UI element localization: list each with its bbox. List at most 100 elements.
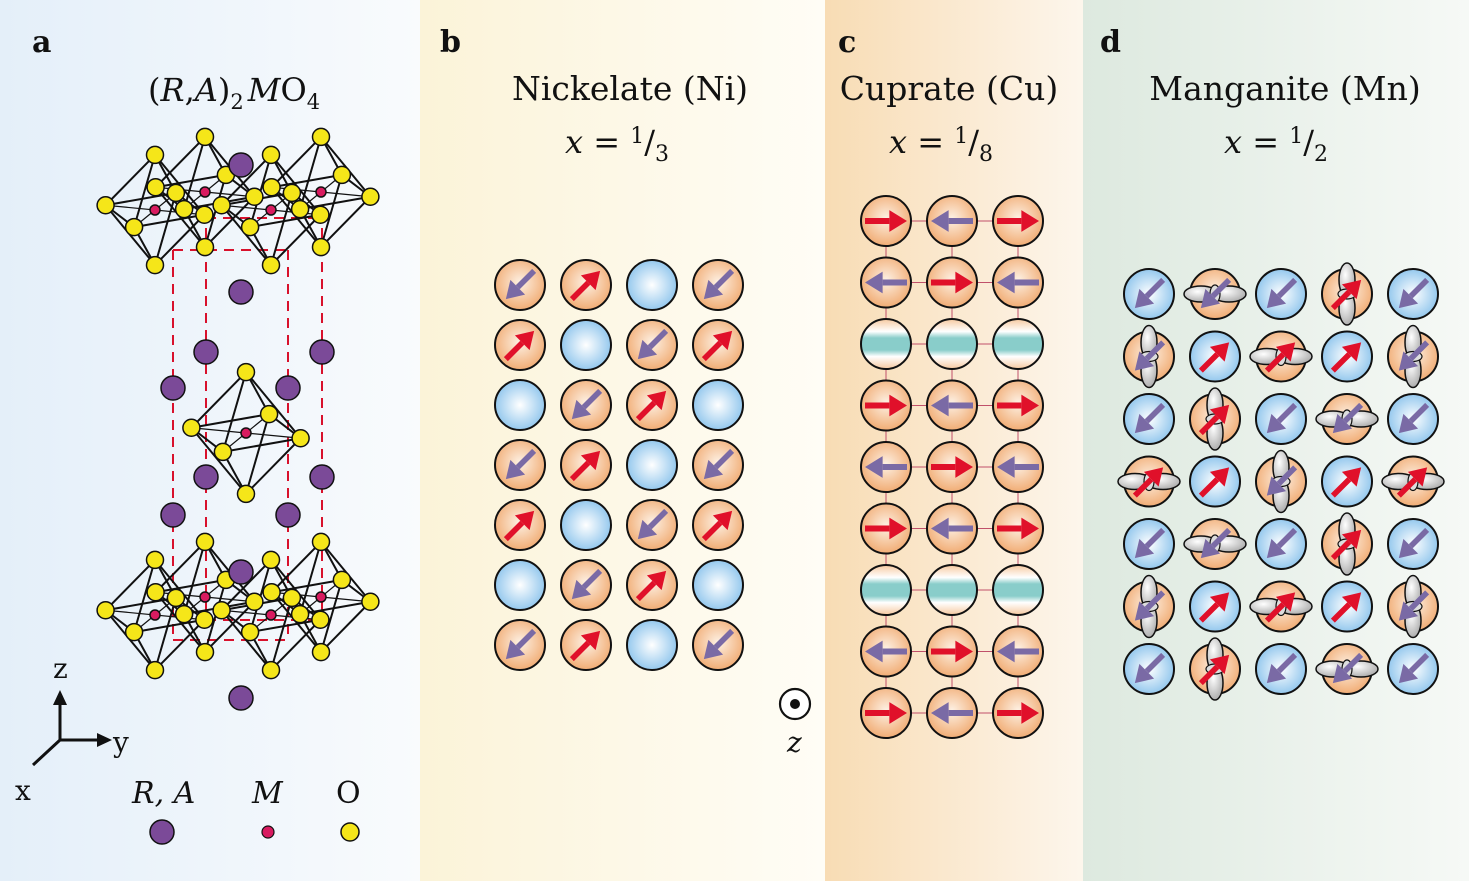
spin-down-arrow-head [571, 399, 592, 420]
spin-down-arrow-shaft [515, 628, 537, 650]
formula-close: ) [218, 71, 230, 109]
spin-down-arrow-head [703, 459, 724, 480]
spin-down-arrow-shaft [1276, 527, 1298, 549]
spin-right-arrow-head [955, 271, 973, 294]
hole-site [560, 319, 612, 371]
spin-down-arrow-head [637, 339, 658, 360]
o-atom [145, 255, 165, 275]
o-atom [261, 145, 281, 165]
ra-atom [275, 375, 301, 401]
spin-up-arrow-shaft [1264, 352, 1286, 373]
o-atom [236, 484, 256, 504]
bond [270, 136, 322, 188]
spin-down-arrow-head [1200, 538, 1221, 559]
o-atom [236, 362, 256, 382]
formula-sub4: 4 [307, 90, 320, 114]
spin-up-arrow-head [1407, 467, 1428, 487]
panel-d-den: 2 [1314, 142, 1328, 167]
o-atom [182, 418, 201, 437]
orbital-horizontal [1381, 467, 1445, 498]
bond [299, 136, 322, 210]
panel-d-slash: / [1303, 123, 1314, 161]
spin-down-arrow-shaft [1144, 402, 1166, 424]
o-atom [96, 196, 115, 215]
spin-down-arrow-head [1398, 663, 1419, 684]
spin-down-arrow-shaft [1408, 590, 1430, 611]
orbital-vertical [1330, 512, 1362, 576]
hole-site [626, 439, 678, 491]
bond [204, 601, 256, 653]
panel-b-slash: / [644, 123, 655, 161]
spin-down-arrow-head [1266, 538, 1287, 559]
spin-right-arrow-head [889, 210, 907, 232]
spin-left-arrow-head [997, 456, 1015, 478]
orbital-horizontal [1249, 592, 1313, 623]
spin-down-arrow-head [1398, 413, 1419, 434]
bond [154, 541, 206, 593]
bond [270, 619, 322, 671]
crystal-structure [96, 127, 380, 711]
o-atom [146, 583, 165, 602]
ra-atom [228, 152, 254, 178]
o-atom [174, 199, 194, 219]
panel-b-eq: = [583, 123, 630, 161]
formula-comma: , [185, 71, 195, 109]
panel-b-num: 1 [630, 124, 644, 149]
o-atom [361, 187, 380, 206]
spin-down-arrow-head [1266, 413, 1287, 434]
spin-down-arrow-shaft [1210, 277, 1232, 299]
o-atom [195, 205, 214, 224]
spin-down-arrow-head [637, 519, 658, 540]
hole-site [560, 499, 612, 551]
spin-up-arrow-head [1275, 342, 1296, 362]
bond [249, 618, 321, 634]
o-atom [311, 237, 331, 257]
spin-down-arrow-shaft [515, 448, 537, 470]
formula-m: M [247, 71, 282, 109]
spin-up-arrow-shaft [1264, 602, 1286, 623]
spin-up-arrow-shaft [1198, 664, 1220, 686]
bond [249, 213, 321, 229]
bond [271, 578, 343, 594]
bond [270, 192, 293, 266]
orbital-horizontal [1117, 467, 1181, 498]
spin-down-arrow-shaft [1342, 652, 1364, 674]
spin-up-arrow-shaft [701, 520, 723, 542]
orbital-vertical [1398, 324, 1430, 389]
spin-left-arrow-head [931, 702, 949, 724]
o-atom [240, 622, 260, 642]
spin-up-arrow-head [580, 630, 601, 651]
panel-b-title: Nickelate (Ni) [512, 69, 748, 108]
spin-left-arrow-head [865, 271, 883, 294]
spin-up-arrow-head [646, 570, 667, 591]
spin-down-arrow-shaft [515, 268, 537, 290]
spin-up-arrow-head [1209, 467, 1230, 487]
panel-d-letter: d [1100, 25, 1121, 60]
o-atom [212, 601, 231, 620]
bond [320, 579, 343, 653]
m-atom [199, 186, 211, 198]
spin-up-arrow-head [1341, 592, 1362, 612]
spin-up-arrow-shaft [701, 340, 723, 362]
o-atom [311, 610, 330, 629]
spin-up-arrow-head [1209, 654, 1230, 675]
o-atom [332, 570, 352, 590]
o-atom [311, 642, 331, 662]
spin-down-arrow-shaft [1144, 527, 1166, 549]
o-atom [195, 642, 215, 662]
bond [299, 541, 322, 615]
bond [154, 214, 206, 266]
spin-up-arrow-shaft [1396, 477, 1418, 498]
bond [133, 213, 205, 229]
spin-up-arrow-shaft [569, 460, 591, 482]
spin-up-arrow-head [1341, 342, 1362, 362]
spin-up-arrow-head [1275, 592, 1296, 612]
legend-ra-atom [149, 819, 175, 845]
bond [190, 371, 247, 429]
o-atom [213, 442, 233, 462]
spin-up-arrow-shaft [1132, 477, 1154, 498]
bond [271, 173, 343, 189]
bond [299, 600, 371, 616]
spin-down-arrow-shaft [1276, 652, 1298, 674]
bond [245, 413, 271, 495]
